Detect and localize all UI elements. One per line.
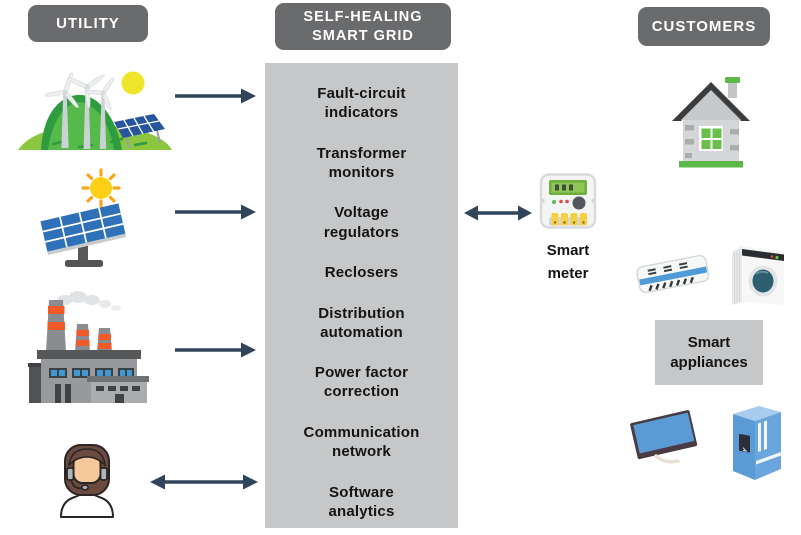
arrow-right-icon bbox=[175, 88, 256, 104]
factory-icon bbox=[28, 291, 149, 403]
solar-panel-icon bbox=[40, 168, 127, 267]
smart-meter-icon bbox=[539, 173, 597, 229]
house-icon bbox=[672, 77, 750, 168]
washing-machine-icon bbox=[732, 246, 784, 305]
support-agent-icon bbox=[60, 444, 114, 518]
grid-component: Voltage regulators bbox=[323, 204, 400, 241]
arrow-double-icon bbox=[150, 474, 258, 490]
grid-component: Transformer monitors bbox=[316, 144, 407, 181]
smart-grid-panel: Fault-circuit indicators Transformer mon… bbox=[265, 63, 458, 528]
tv-icon bbox=[630, 410, 698, 464]
utility-header: UTILITY bbox=[28, 5, 148, 42]
grid-component: Distribution automation bbox=[318, 304, 405, 341]
smart-grid-header: SELF-HEALING SMART GRID bbox=[275, 3, 451, 50]
grid-component: Power factor correction bbox=[314, 364, 409, 401]
refrigerator-icon bbox=[733, 406, 781, 480]
grid-component: Software analytics bbox=[328, 483, 395, 520]
renewable-energy-icon bbox=[18, 71, 172, 150]
arrow-right-icon bbox=[175, 342, 256, 358]
customers-header: CUSTOMERS bbox=[638, 7, 770, 46]
air-conditioner-icon bbox=[636, 254, 710, 294]
arrow-right-icon bbox=[175, 204, 256, 220]
smart-meter-label: Smart meter bbox=[546, 242, 590, 282]
grid-component: Fault-circuit indicators bbox=[317, 85, 406, 122]
grid-component: Reclosers bbox=[324, 264, 399, 282]
grid-component: Communication network bbox=[303, 423, 420, 461]
smart-appliances-label-box: Smart appliances bbox=[655, 320, 763, 385]
arrow-double-icon bbox=[464, 205, 532, 221]
